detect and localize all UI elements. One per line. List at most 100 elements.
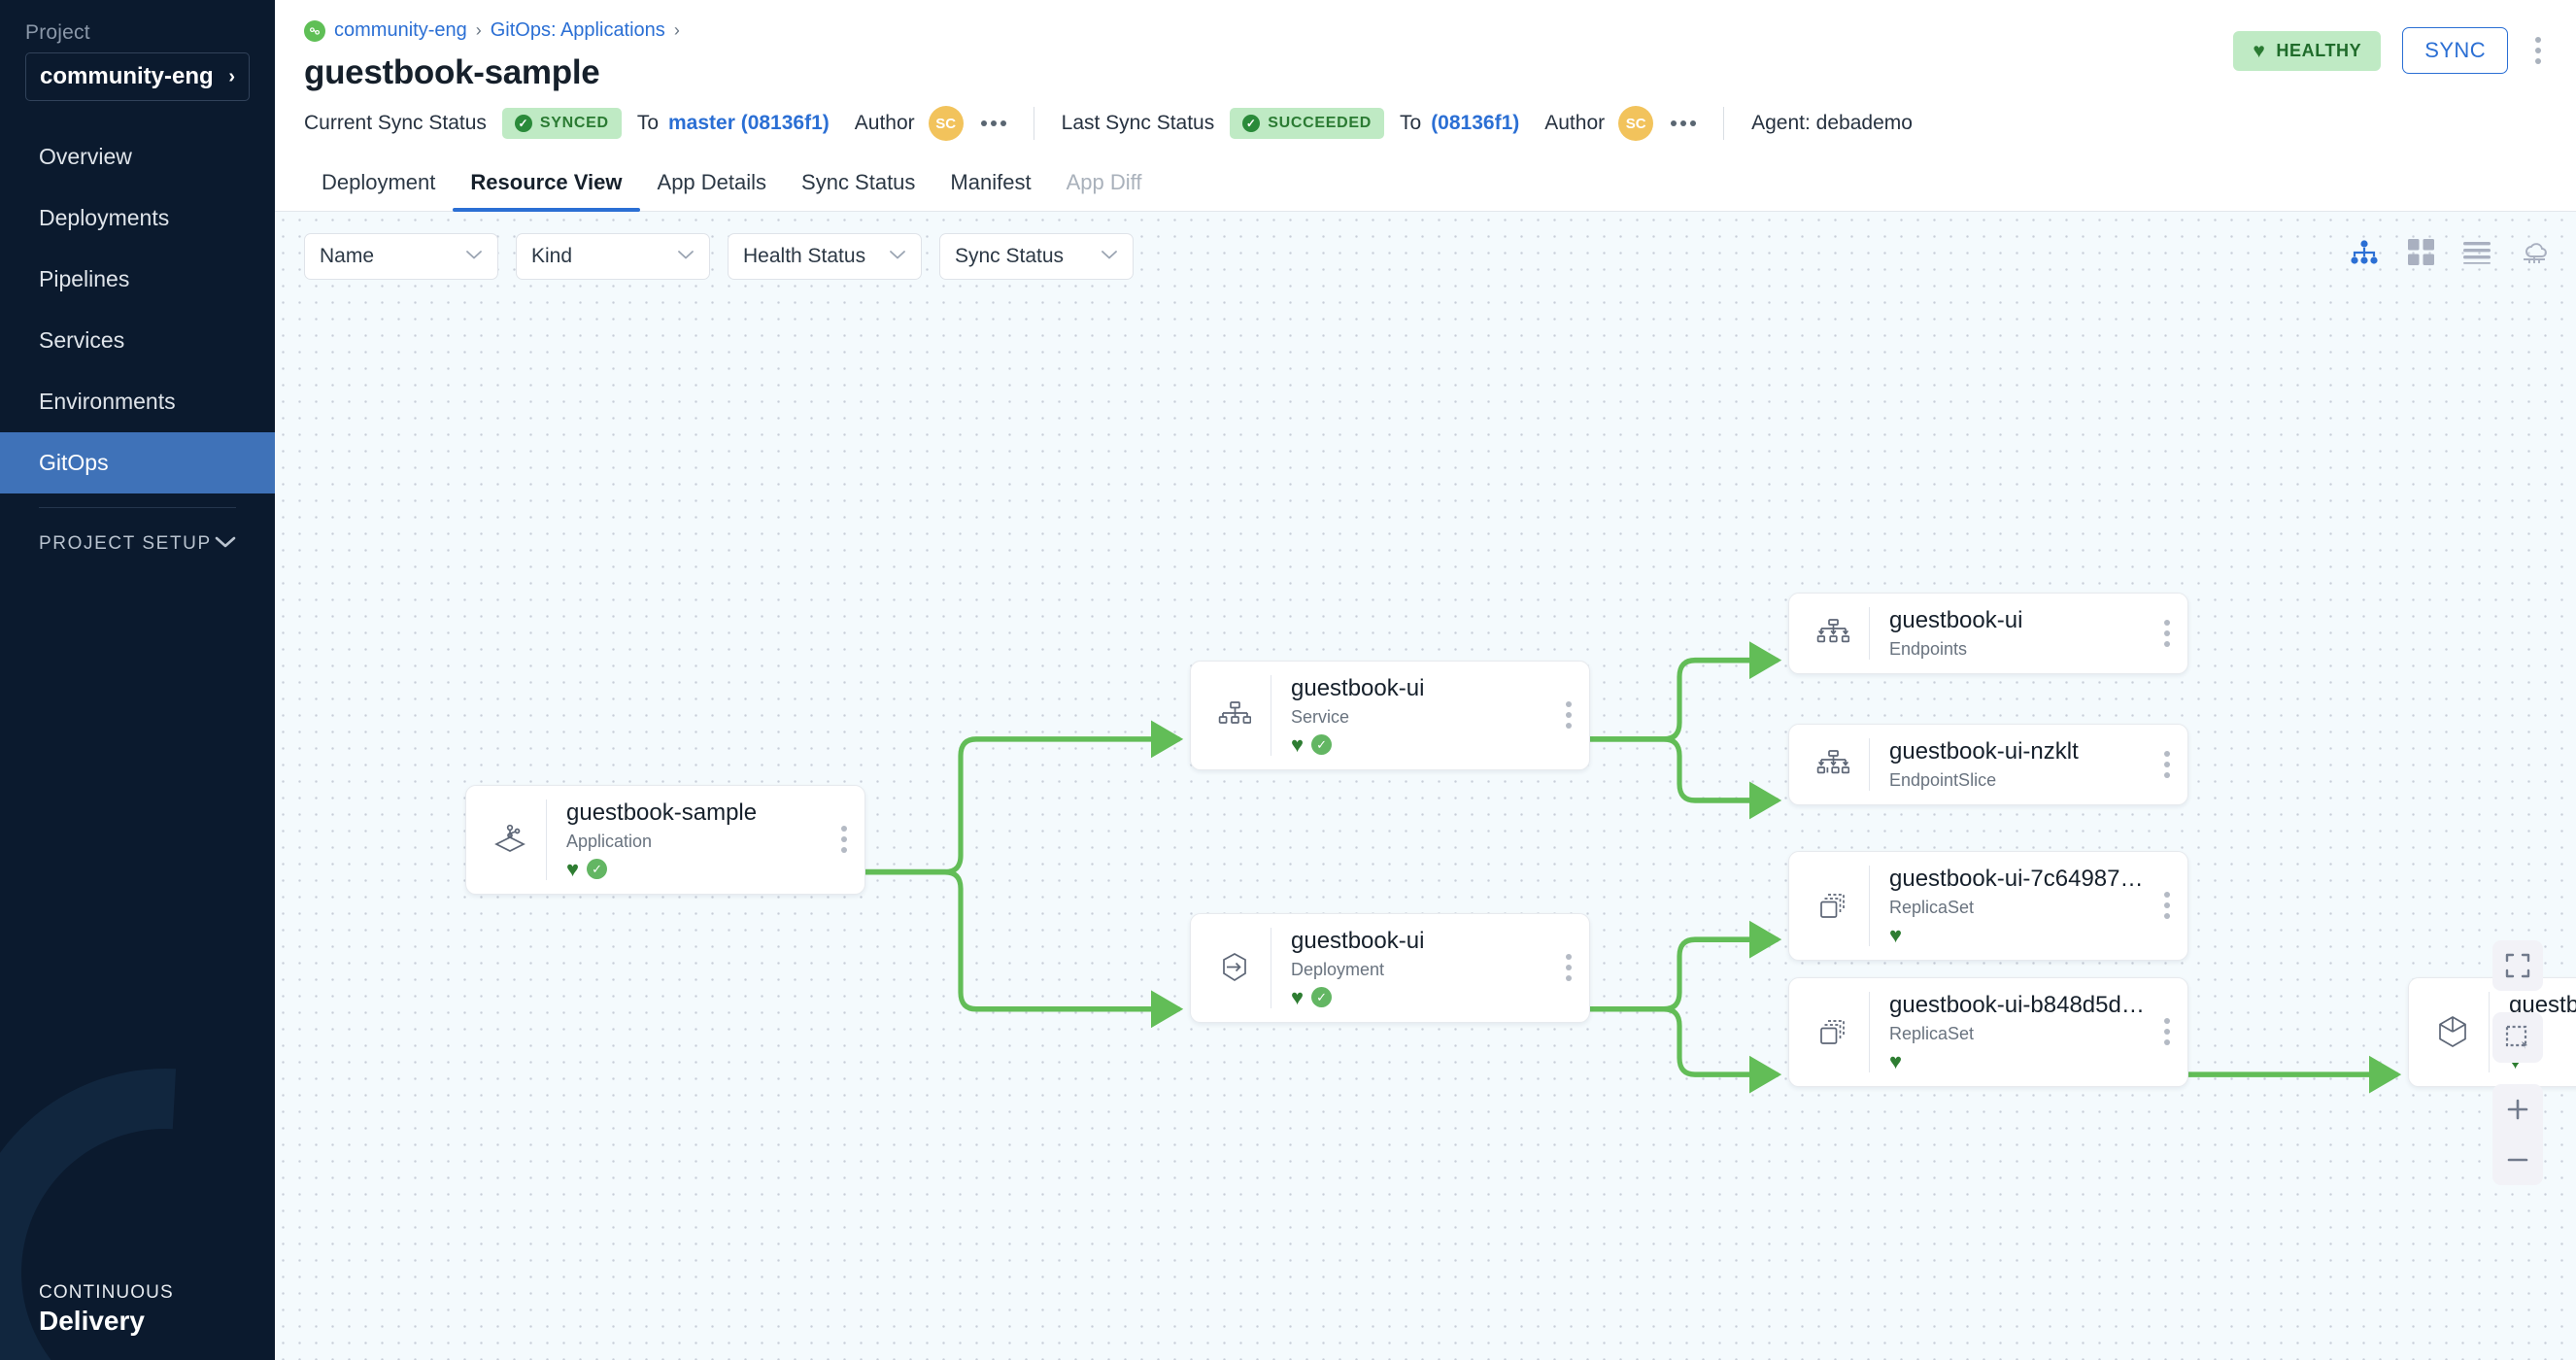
- sidebar-item-deployments[interactable]: Deployments: [0, 187, 275, 249]
- current-author-avatar[interactable]: SC: [929, 106, 964, 141]
- node-body: guestbook-sample Application ♥ ✓: [547, 786, 824, 894]
- zoom-in-button[interactable]: [2492, 1084, 2543, 1135]
- node-badges: ♥ ✓: [566, 859, 824, 880]
- network-view-icon[interactable]: [2520, 240, 2549, 265]
- sync-check-icon: ✓: [587, 859, 607, 879]
- application-icon: [484, 823, 536, 856]
- chevron-down-icon: [677, 248, 695, 265]
- breadcrumb: community-eng › GitOps: Applications ›: [304, 19, 680, 42]
- list-view-icon[interactable]: [2463, 241, 2491, 264]
- health-heart-icon: ♥: [1291, 987, 1304, 1008]
- sidebar: Project community-eng › Overview Deploym…: [0, 0, 275, 1360]
- tab-bar: Deployment Resource View App Details Syn…: [275, 156, 2576, 212]
- project-setup-toggle[interactable]: PROJECT SETUP: [0, 508, 275, 580]
- sync-check-icon: ✓: [1311, 987, 1332, 1007]
- filter-sync-status[interactable]: Sync Status: [939, 233, 1134, 280]
- check-circle-icon: ✓: [1242, 115, 1260, 132]
- tab-app-details[interactable]: App Details: [640, 156, 785, 211]
- zoom-out-button[interactable]: [2492, 1135, 2543, 1185]
- node-name: guestbook-ui: [1291, 675, 1548, 702]
- breadcrumb-link-project[interactable]: community-eng: [334, 19, 467, 42]
- node-name: guestbook-ui: [1291, 928, 1548, 955]
- node-kind: ReplicaSet: [1889, 1024, 2147, 1044]
- graph-node-deployment[interactable]: guestbook-ui Deployment ♥ ✓: [1190, 913, 1590, 1023]
- current-sync-status-value: SYNCED: [540, 115, 609, 132]
- last-author-overflow-icon[interactable]: [1671, 120, 1696, 126]
- filter-bar: Name Kind Health Status: [304, 233, 1134, 280]
- view-toggle-group: [2350, 239, 2549, 265]
- current-revision-link[interactable]: master (08136f1): [668, 112, 830, 135]
- graph-node-replicaset-2[interactable]: guestbook-ui-b848d5d9d ReplicaSet ♥: [1788, 977, 2188, 1087]
- top-bar: community-eng › GitOps: Applications › g…: [275, 0, 2576, 212]
- tab-sync-status[interactable]: Sync Status: [784, 156, 932, 211]
- last-revision-link[interactable]: (08136f1): [1431, 112, 1519, 135]
- node-kind: Endpoints: [1889, 639, 2147, 660]
- node-body: guestbook-ui Deployment ♥ ✓: [1271, 914, 1548, 1022]
- chevron-down-icon: [1101, 248, 1118, 265]
- header-overflow-menu-icon[interactable]: [2529, 33, 2547, 68]
- current-author-overflow-icon[interactable]: [981, 120, 1006, 126]
- filter-kind-label: Kind: [531, 245, 572, 268]
- node-kind: Deployment: [1291, 960, 1548, 980]
- chevron-right-icon: ›: [228, 66, 235, 88]
- current-author-label: Author: [855, 112, 915, 135]
- health-heart-icon: ♥: [566, 859, 579, 880]
- filter-health-status[interactable]: Health Status: [728, 233, 922, 280]
- node-body: guestbook-ui-nzklt EndpointSlice: [1870, 725, 2147, 804]
- sidebar-item-pipelines[interactable]: Pipelines: [0, 249, 275, 310]
- node-overflow-menu-icon[interactable]: [824, 826, 864, 853]
- main-content: community-eng › GitOps: Applications › g…: [275, 0, 2576, 1360]
- node-body: guestbook-ui Service ♥ ✓: [1271, 662, 1548, 769]
- filter-sync-status-label: Sync Status: [955, 245, 1064, 268]
- node-body: guestbook-ui-7c64987dc9 ReplicaSet ♥: [1870, 852, 2147, 960]
- replicaset-icon: [1807, 1016, 1859, 1047]
- tab-resource-view[interactable]: Resource View: [453, 156, 639, 211]
- last-sync-status-label: Last Sync Status: [1062, 112, 1215, 135]
- tab-deployment[interactable]: Deployment: [304, 156, 453, 211]
- selection-box-button[interactable]: [2492, 1012, 2543, 1063]
- sync-status-bar: Current Sync Status ✓ SYNCED To master (…: [275, 92, 2576, 156]
- node-overflow-menu-icon[interactable]: [2147, 1018, 2187, 1045]
- node-overflow-menu-icon[interactable]: [2147, 751, 2187, 778]
- graph-node-replicaset-1[interactable]: guestbook-ui-7c64987dc9 ReplicaSet ♥: [1788, 851, 2188, 961]
- node-overflow-menu-icon[interactable]: [1548, 954, 1589, 981]
- breadcrumb-link-applications[interactable]: GitOps: Applications: [491, 19, 665, 42]
- node-overflow-menu-icon[interactable]: [1548, 701, 1589, 729]
- project-setup-label: PROJECT SETUP: [39, 533, 212, 555]
- service-icon: [1208, 700, 1261, 730]
- graph-node-endpoints[interactable]: guestbook-ui Endpoints: [1788, 593, 2188, 674]
- agent-label: Agent: debademo: [1751, 112, 1913, 135]
- graph-node-endpointslice[interactable]: guestbook-ui-nzklt EndpointSlice: [1788, 724, 2188, 805]
- filter-name[interactable]: Name: [304, 233, 498, 280]
- sidebar-item-label: Environments: [39, 389, 176, 415]
- sidebar-item-environments[interactable]: Environments: [0, 371, 275, 432]
- fit-to-screen-button[interactable]: [2492, 940, 2543, 991]
- tree-view-icon[interactable]: [2350, 240, 2379, 265]
- last-author-avatar[interactable]: SC: [1618, 106, 1653, 141]
- sidebar-item-services[interactable]: Services: [0, 310, 275, 371]
- node-badges: ♥: [1889, 925, 2147, 946]
- node-kind: Service: [1291, 707, 1548, 728]
- node-kind: EndpointSlice: [1889, 770, 2147, 791]
- node-name: guestbook-sample: [566, 799, 824, 827]
- filter-kind[interactable]: Kind: [516, 233, 710, 280]
- grid-view-icon[interactable]: [2408, 239, 2434, 265]
- filter-health-status-label: Health Status: [743, 245, 865, 268]
- project-selector[interactable]: community-eng ›: [25, 52, 250, 101]
- check-circle-icon: ✓: [515, 115, 532, 132]
- current-to-label: To: [637, 112, 659, 135]
- chevron-down-icon: [215, 534, 236, 554]
- sidebar-item-overview[interactable]: Overview: [0, 126, 275, 187]
- breadcrumb-separator: ›: [674, 20, 680, 41]
- graph-node-application[interactable]: guestbook-sample Application ♥ ✓: [465, 785, 865, 895]
- node-name: guestbook-ui-nzklt: [1889, 738, 2147, 765]
- sync-button[interactable]: SYNC: [2402, 27, 2508, 74]
- node-overflow-menu-icon[interactable]: [2147, 892, 2187, 919]
- health-status-badge: ♥ HEALTHY: [2233, 31, 2381, 71]
- resource-graph-canvas[interactable]: Name Kind Health Status: [275, 212, 2576, 1360]
- sidebar-item-gitops[interactable]: GitOps: [0, 432, 275, 493]
- graph-node-service[interactable]: guestbook-ui Service ♥ ✓: [1190, 661, 1590, 770]
- zoom-controls: [2492, 940, 2543, 1185]
- tab-manifest[interactable]: Manifest: [932, 156, 1048, 211]
- node-overflow-menu-icon[interactable]: [2147, 620, 2187, 647]
